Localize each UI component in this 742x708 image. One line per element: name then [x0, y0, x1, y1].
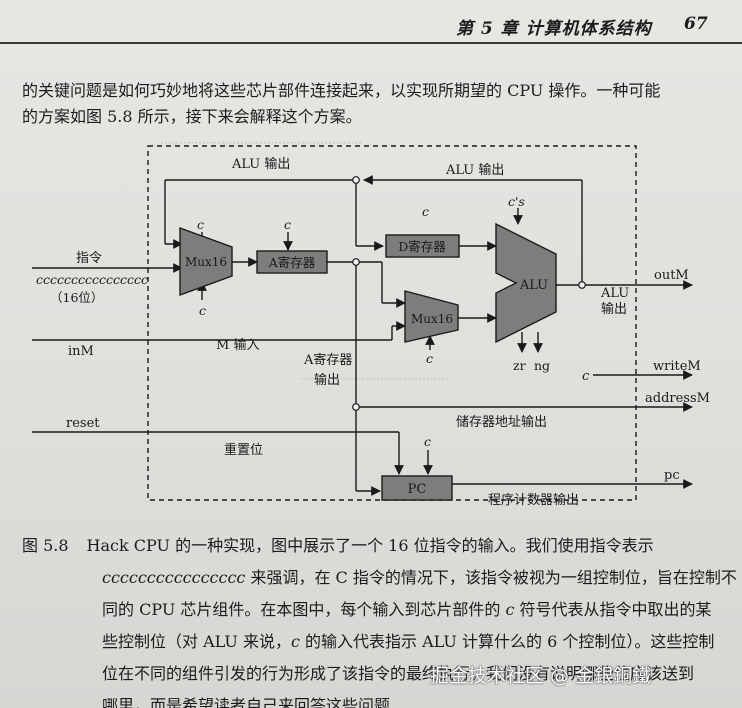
outM-label: outM — [654, 268, 689, 283]
junction-dot — [352, 258, 360, 266]
caption-text: 符号代表从指令中取出的某 — [514, 600, 712, 619]
header-rule — [0, 42, 742, 44]
pc-register: PC — [381, 475, 453, 501]
chip-label: A寄存器 — [268, 255, 316, 270]
chip-label: D寄存器 — [398, 239, 446, 254]
caption-italic: c — [290, 632, 300, 651]
bits-label: （16位） — [50, 290, 103, 305]
caption-line: 哪里，而是希望读者自己来回答这些问题 — [102, 696, 391, 708]
bleed-through: ······································· — [300, 372, 449, 386]
junction-dot — [352, 403, 360, 411]
caption-text: Hack CPU 的一种实现，图中展示了一个 16 位指令的输入。我们使用指令表… — [86, 536, 654, 555]
mux16-b: Mux16 — [404, 290, 459, 343]
caption-text: 的输入代表指示 ALU 计算什么的 6 个控制位）。这些控制 — [299, 632, 715, 651]
alu-out-right-label: ALU — [600, 286, 629, 301]
a-register: A寄存器 — [256, 250, 328, 274]
m-input-label: M 输入 — [216, 337, 259, 353]
control-c-label: c — [284, 217, 291, 232]
reset-bit-label: 重置位 — [224, 442, 263, 458]
chip-label: Mux16 — [411, 312, 453, 326]
caption-line: 图 5.8 Hack CPU 的一种实现，图中展示了一个 16 位指令的输入。我们… — [22, 530, 727, 562]
writeM-label: writeM — [653, 359, 701, 374]
control-c-label: c — [199, 303, 206, 318]
caption-line: 同的 CPU 芯片组件。在本图中，每个输入到芯片部件的 c 符号代表从指令中取出… — [22, 594, 727, 626]
a-reg-out-label: A寄存器 — [303, 352, 352, 368]
alu-out-right-label: 输出 — [601, 301, 627, 317]
body-line: 的方案如图 5.8 所示，接下来会解释这个方案。 — [22, 107, 362, 126]
d-register: D寄存器 — [385, 234, 460, 258]
junction-dot — [578, 281, 586, 289]
inM-label: inM — [68, 344, 94, 359]
diagram-labels: ALU 输出 ALU 输出 指令 cccccccccccccccc （16位） … — [36, 156, 710, 508]
control-c-label: c — [582, 369, 590, 384]
addressM-label: addressM — [645, 391, 710, 406]
ng-label: ng — [534, 358, 550, 373]
caption-line: 位在不同的组件引发的行为形成了该指令的最终执行。我们没有说明哪些位应该送到 — [102, 664, 695, 683]
page-number: 67 — [684, 14, 708, 34]
control-c-label: c — [422, 204, 429, 219]
pc-signal-label: pc — [664, 468, 680, 483]
alu-out-label: ALU 输出 — [445, 162, 504, 178]
cpu-boundary — [147, 145, 637, 501]
caption-text: 来强调，在 C 指令的情况下，该指令被视为一组控制位，旨在控制不 — [245, 568, 737, 587]
reset-label: reset — [66, 416, 100, 431]
pc-out-label: 程序计数器输出 — [488, 492, 579, 508]
control-c-label: c — [424, 434, 431, 449]
running-header: 第 5 章 计算机体系结构 67 — [0, 0, 742, 48]
chip-label: Mux16 — [185, 255, 227, 269]
figure-caption: 图 5.8 Hack CPU 的一种实现，图中展示了一个 16 位指令的输入。我们… — [22, 530, 737, 708]
caption-line: cccccccccccccccc 来强调，在 C 指令的情况下，该指令被视为一组… — [22, 562, 737, 594]
body-line: 的关键问题是如何巧妙地将这些芯片部件连接起来，以实现所期望的 CPU 操作。一种… — [22, 81, 661, 100]
control-c-label: c — [197, 217, 204, 232]
control-c-label: c's — [508, 194, 525, 209]
watermark: 掘金技术社区 @ 金銀銅鐵 — [430, 665, 652, 687]
zr-label: zr — [513, 358, 526, 373]
mem-addr-label: 储存器地址输出 — [456, 414, 547, 430]
caption-line: 些控制位（对 ALU 来说，c 的输入代表指示 ALU 计算什么的 6 个控制位… — [22, 626, 727, 658]
mux16-a: Mux16 — [179, 226, 233, 297]
a-reg-out-label: 输出 — [314, 372, 340, 388]
chip-label: ALU — [519, 278, 548, 293]
alu-chip: ALU — [495, 222, 557, 344]
figure-label: 图 5.8 — [22, 536, 69, 555]
caption-text: 同的 CPU 芯片组件。在本图中，每个输入到芯片部件的 — [102, 600, 506, 619]
chip-label: PC — [408, 482, 427, 497]
caption-italic: c — [505, 600, 515, 619]
junctions — [352, 176, 586, 411]
alu-out-label: ALU 输出 — [231, 156, 290, 172]
caption-text: 些控制位（对 ALU 来说， — [102, 632, 291, 651]
wires — [32, 175, 693, 496]
instruction-label: 指令 — [76, 251, 102, 266]
control-c-label: c — [426, 351, 433, 366]
chapter-title: 第 5 章 计算机体系结构 — [456, 19, 652, 39]
body-paragraph: 的关键问题是如何巧妙地将这些芯片部件连接起来，以实现所期望的 CPU 操作。一种… — [22, 78, 727, 130]
caption-italic: cccccccccccccccc — [102, 568, 246, 587]
junction-dot — [352, 176, 360, 184]
instruction-bits-label: cccccccccccccccc — [36, 272, 148, 287]
